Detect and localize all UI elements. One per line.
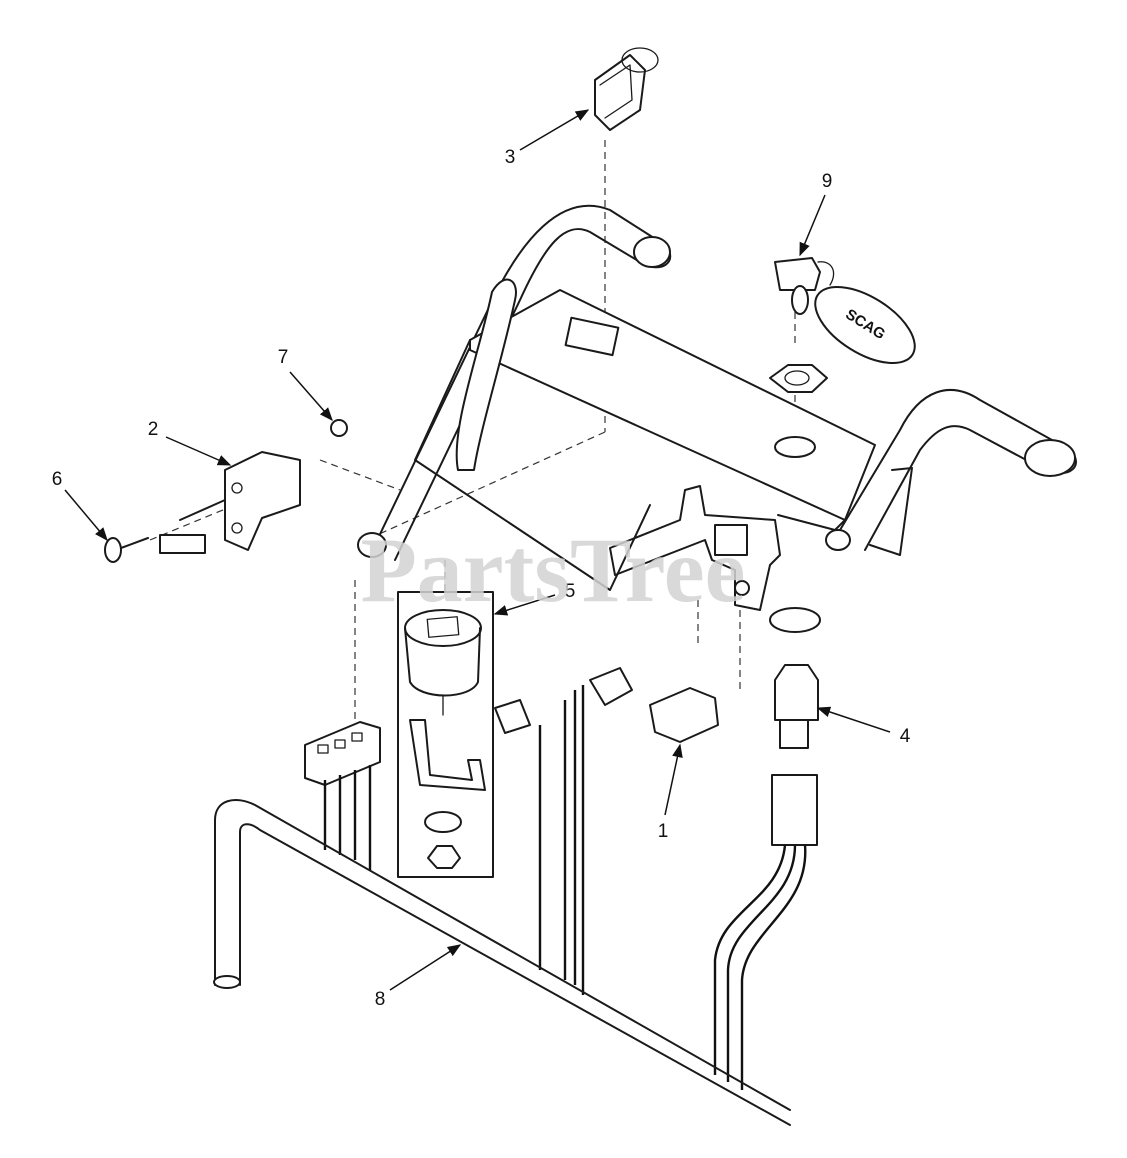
handle-tube-right (825, 389, 1077, 556)
part-3-switch (594, 47, 659, 131)
part-4-sender (769, 607, 821, 846)
callout-1: 1 (658, 821, 669, 842)
watermark: PartsTree (361, 519, 746, 621)
handle-tube-left (357, 204, 672, 561)
part-2-latch (159, 451, 301, 554)
callout-6: 6 (52, 469, 63, 490)
callout-7: 7 (278, 347, 289, 368)
part-7-nut (330, 419, 348, 437)
callout-2: 2 (148, 419, 159, 440)
callout-3: 3 (505, 147, 516, 168)
callout-4: 4 (900, 726, 911, 747)
wiring-connector-block (304, 721, 381, 786)
callout-8: 8 (375, 989, 386, 1010)
nut-icon (769, 364, 828, 393)
part-8-harness-tube (213, 799, 791, 1126)
dash-panel (414, 278, 876, 591)
part-6-screw (104, 537, 149, 563)
callout-arrows (64, 109, 891, 991)
part-9-key-assembly: SCAG (774, 257, 916, 365)
part-1-switch (494, 667, 719, 743)
callout-labels: 3 9 7 2 6 5 4 1 8 (52, 147, 911, 1010)
callout-9: 9 (822, 171, 833, 192)
switch-bracket (609, 485, 781, 611)
wire-harness-lines (323, 685, 807, 1090)
part-5-hour-meter (397, 591, 494, 878)
callout-5: 5 (565, 581, 576, 602)
